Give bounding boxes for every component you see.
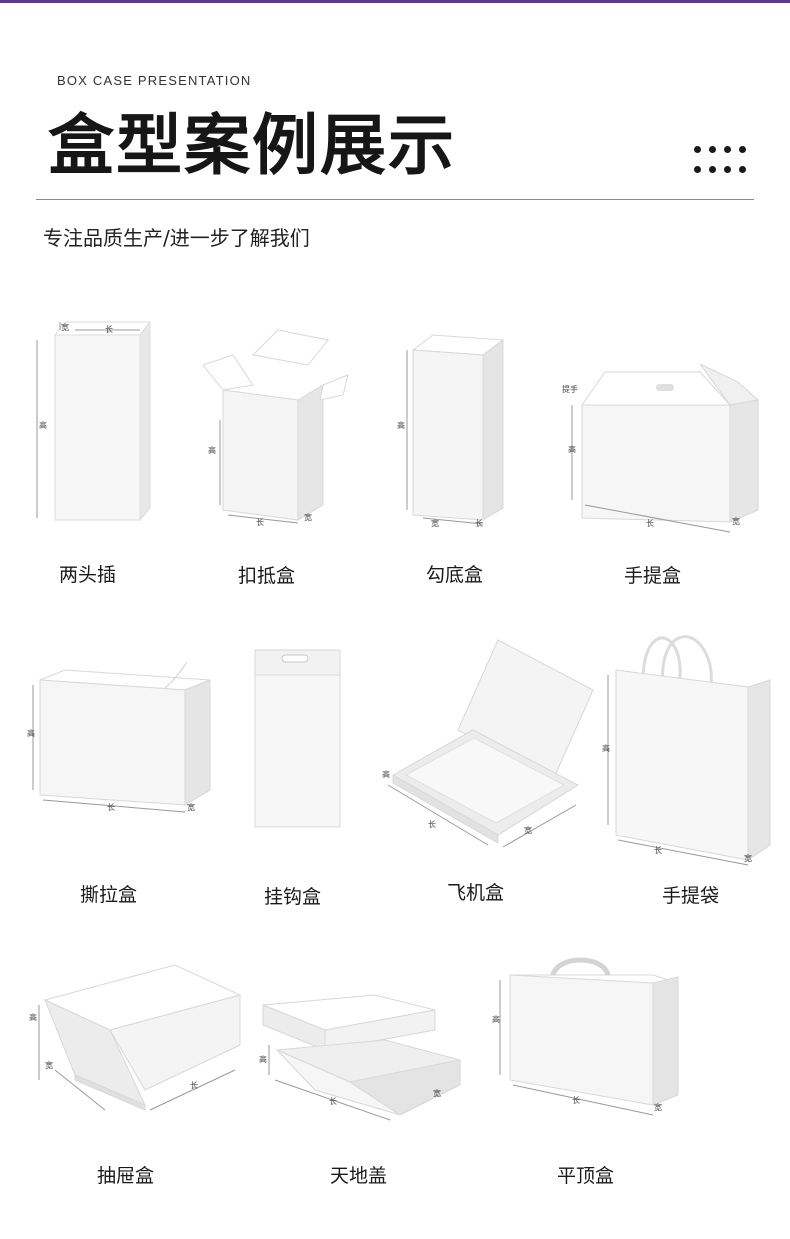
box-label-paper-bag: 手提袋 — [662, 885, 720, 907]
width-label: 宽 — [744, 853, 752, 863]
width-label: 宽 — [654, 1102, 662, 1112]
box-label-snap-lock: 扣抵盒 — [238, 565, 296, 587]
height-label: 高 — [492, 1014, 500, 1024]
header-divider — [36, 199, 754, 200]
length-label: 长 — [190, 1080, 198, 1090]
width-label: 宽 — [524, 825, 532, 835]
length-label: 长 — [329, 1096, 337, 1106]
box-image-handle-box: 提手 高 长 宽 — [560, 360, 780, 539]
height-label: 高 — [568, 444, 576, 454]
box-image-flat-top-box: 高 长 宽 — [488, 955, 703, 1129]
box-label-hanger-box: 挂钩盒 — [264, 886, 322, 908]
length-label: 长 — [646, 518, 654, 528]
length-label: 长 — [256, 517, 264, 527]
height-label: 高 — [39, 420, 47, 430]
height-label: 高 — [602, 743, 610, 753]
handle-label: 提手 — [562, 384, 578, 394]
length-label: 长 — [107, 802, 115, 812]
length-label: 长 — [428, 819, 436, 829]
box-image-drawer-box: 高 宽 长 — [25, 960, 245, 1124]
box-image-two-end-tuck: 宽 长 高 — [25, 310, 165, 539]
box-image-tear-strip: 高 长 宽 — [25, 660, 225, 829]
length-label: 长 — [572, 1095, 580, 1105]
box-label-crash-lock: 勾底盒 — [426, 564, 484, 586]
width-label: 宽 — [187, 802, 195, 812]
page-subtitle: 专注品质生产/进一步了解我们 — [43, 226, 310, 250]
box-image-snap-lock: 高 长 宽 — [198, 325, 358, 539]
width-label: 宽 — [61, 322, 69, 332]
box-label-tear-strip: 撕拉盒 — [80, 884, 138, 906]
section-kicker: BOX CASE PRESENTATION — [57, 73, 252, 88]
height-label: 高 — [29, 1012, 37, 1022]
height-label: 高 — [382, 769, 390, 779]
width-label: 宽 — [304, 512, 312, 522]
height-label: 高 — [208, 445, 216, 455]
box-image-paper-bag: 高 长 宽 — [598, 625, 778, 874]
dots-decoration — [694, 146, 746, 180]
box-label-flat-top-box: 平顶盒 — [557, 1165, 615, 1187]
width-label: 宽 — [732, 516, 740, 526]
box-label-drawer-box: 抽屉盒 — [97, 1165, 155, 1187]
length-label: 长 — [654, 845, 662, 855]
box-label-lid-and-base: 天地盖 — [330, 1165, 388, 1187]
top-accent-line — [0, 0, 790, 3]
box-image-lid-and-base: 高 长 宽 — [255, 990, 470, 1129]
width-label: 宽 — [45, 1060, 53, 1070]
length-label: 长 — [475, 518, 483, 528]
height-label: 高 — [259, 1054, 267, 1064]
height-label: 高 — [397, 420, 405, 430]
box-label-two-end-tuck: 两头插 — [59, 564, 117, 586]
box-image-crash-lock: 高 宽 长 — [393, 330, 513, 539]
page-title: 盒型案例展示 — [48, 107, 456, 184]
box-image-hanger-box — [250, 645, 350, 839]
length-label: 长 — [105, 324, 113, 334]
box-image-mailer-box: 高 长 宽 — [378, 635, 598, 864]
box-label-handle-box: 手提盒 — [624, 565, 682, 587]
height-label: 高 — [27, 728, 35, 738]
width-label: 宽 — [431, 518, 439, 528]
box-label-mailer-box: 飞机盒 — [447, 882, 505, 904]
width-label: 宽 — [433, 1088, 441, 1098]
